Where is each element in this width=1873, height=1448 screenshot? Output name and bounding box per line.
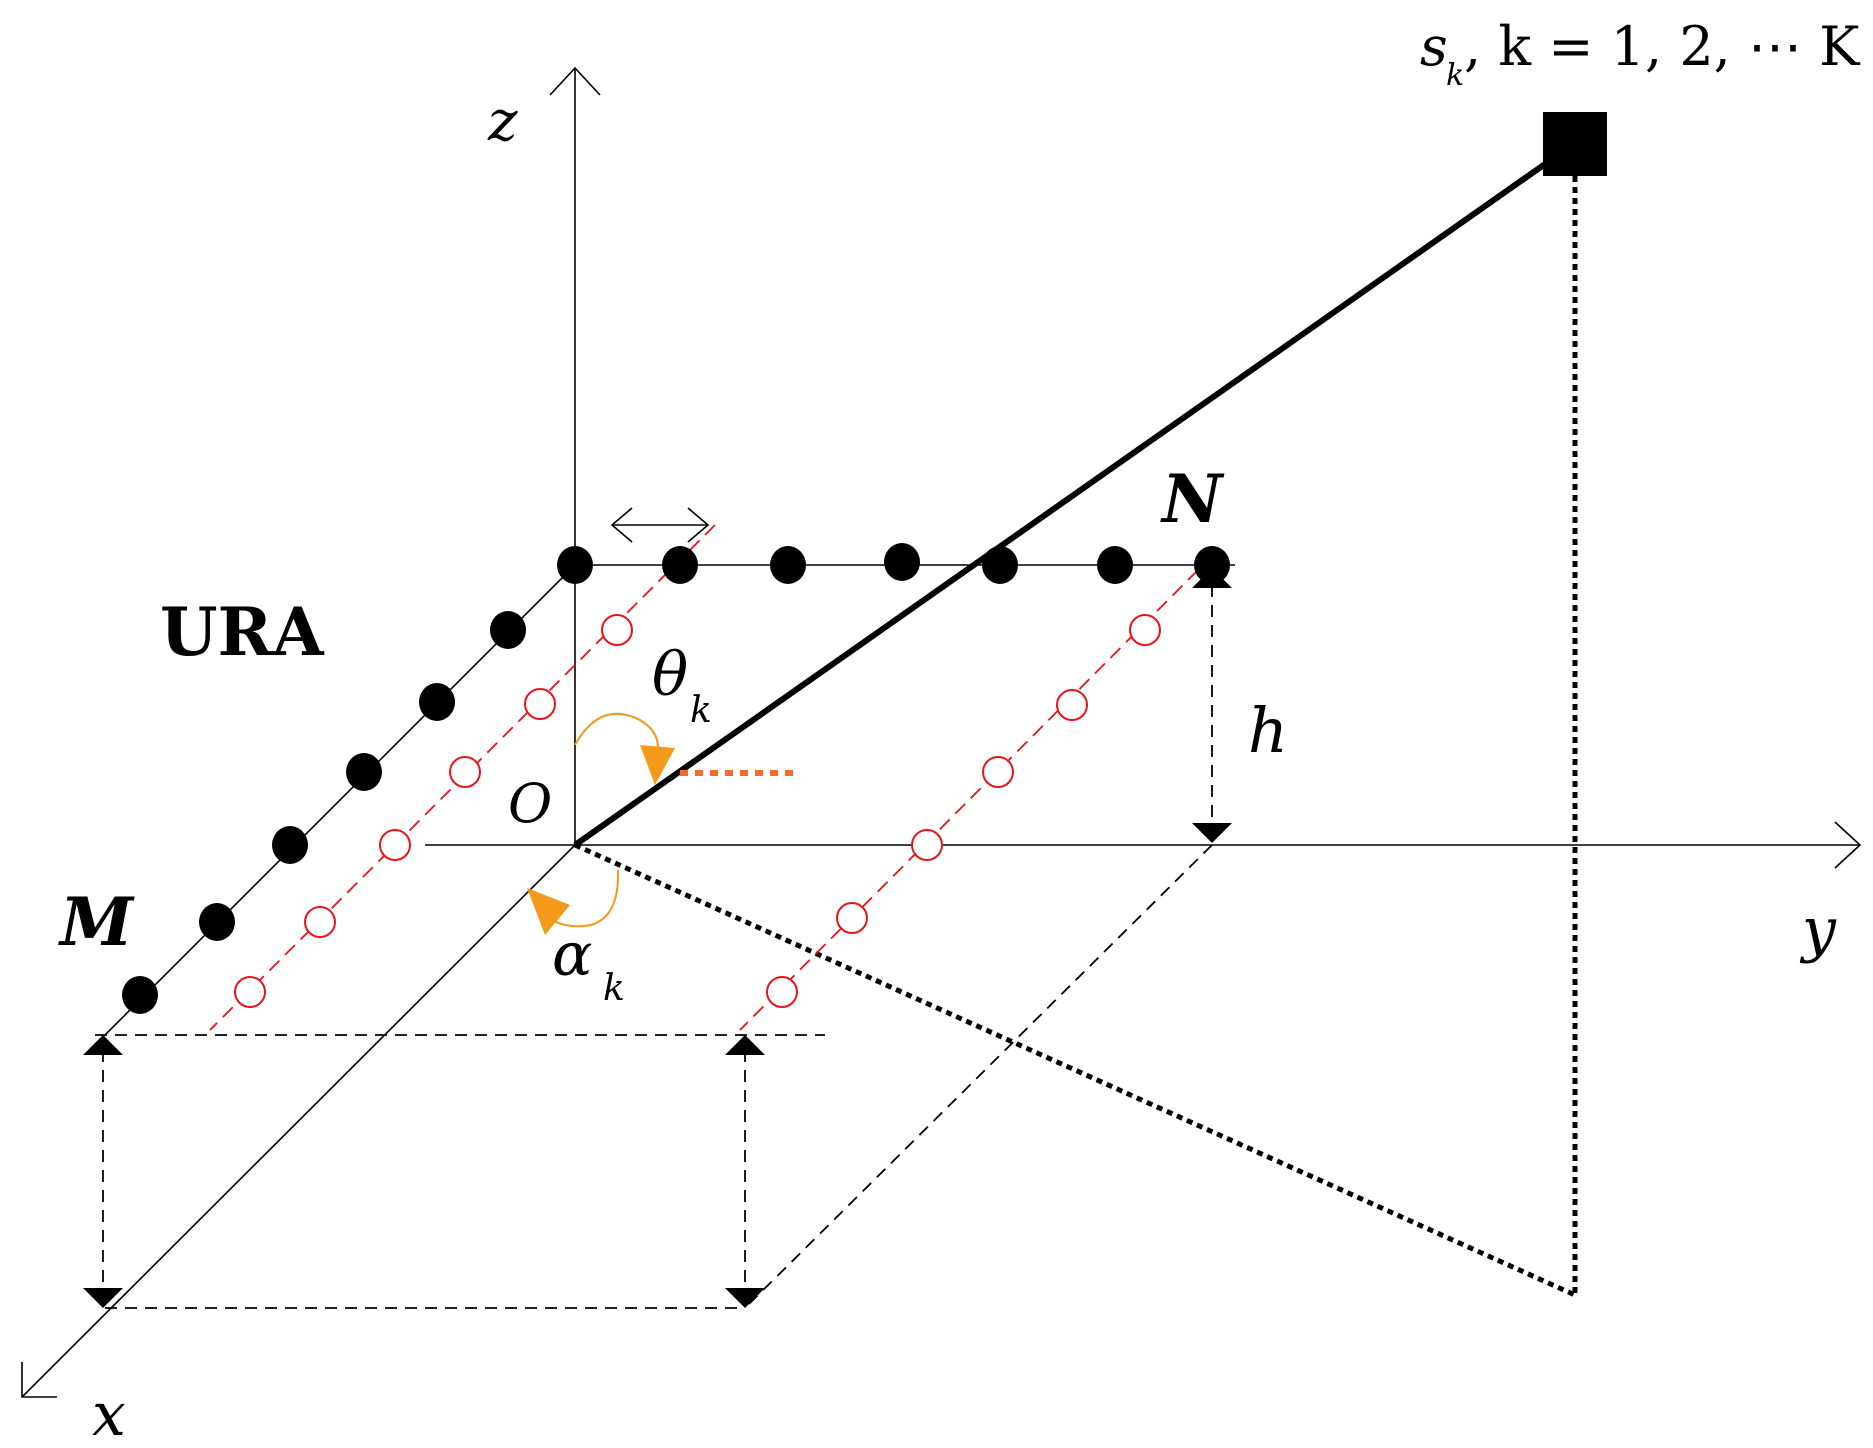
n-label: N <box>1160 460 1225 538</box>
y-axis-arrowhead <box>1834 821 1862 869</box>
virtual-sensor-element <box>766 976 798 1008</box>
dimension-lines <box>83 507 1232 1309</box>
y-axis-label: y <box>1799 895 1837 965</box>
source-marker <box>1543 112 1607 176</box>
source-ground-projection <box>573 842 1577 1298</box>
virtual-sensor-rows <box>209 524 1199 1031</box>
sensor-element <box>199 903 235 941</box>
alpha-label: α <box>552 920 593 990</box>
left-column-line <box>99 564 576 1041</box>
x-axis <box>21 844 576 1398</box>
height-dim-mid-bottom-arrow <box>725 1288 765 1308</box>
sensor-element <box>1194 546 1230 584</box>
coordinate-axes <box>21 66 1862 1398</box>
sensor-element <box>272 826 308 864</box>
theta-arc-arrowhead <box>640 745 675 785</box>
virtual-sensor-element <box>601 614 633 646</box>
sensor-element <box>122 976 158 1014</box>
sensor-element <box>346 753 382 791</box>
physical-sensors <box>99 543 1235 1041</box>
red-row-outer <box>739 569 1199 1031</box>
spacing-arrow-left-head <box>610 507 633 543</box>
height-dim-left-bottom-arrow <box>83 1288 123 1308</box>
sensor-element <box>490 611 526 649</box>
sensor-element <box>770 546 806 584</box>
sensor-element <box>419 683 455 721</box>
height-dim-mid-top-arrow <box>725 1035 765 1055</box>
virtual-sensor-element <box>449 756 481 788</box>
h-label: h <box>1248 694 1288 767</box>
virtual-sensor-element <box>304 906 336 938</box>
alpha-arc-arrowhead <box>527 888 570 935</box>
theta-label: θ <box>652 640 688 710</box>
height-dim-left-top-arrow <box>83 1035 123 1055</box>
line-of-sight <box>573 140 1577 848</box>
x-axis-arrowhead <box>21 1362 57 1398</box>
origin-label: O <box>508 772 552 835</box>
z-axis-arrowhead <box>549 66 601 96</box>
virtual-sensor-element <box>1056 689 1088 721</box>
guide-right-diag <box>744 844 1213 1309</box>
angle-markers <box>527 712 800 935</box>
text-labels: z y x O URA M N h θ k α k s k , k = 1, 2… <box>58 15 1861 1448</box>
virtual-sensor-element <box>982 756 1014 788</box>
source-geometry <box>573 112 1607 1298</box>
h-dimension-bottom-arrow <box>1192 823 1232 843</box>
h-dimension-top-arrow <box>1192 568 1232 588</box>
source-label-rest: , k = 1, 2, ⋯ K <box>1464 15 1861 78</box>
source-label-s: s <box>1420 15 1448 78</box>
alpha-subscript: k <box>603 968 625 1009</box>
virtual-sensor-element <box>911 829 943 861</box>
virtual-sensor-element <box>379 829 411 861</box>
theta-arc <box>574 712 659 761</box>
sensor-element <box>1097 546 1133 584</box>
sensor-element <box>884 543 920 581</box>
sensor-element <box>662 546 698 584</box>
virtual-sensor-element <box>234 976 266 1008</box>
x-axis-label: x <box>92 1380 126 1448</box>
theta-subscript: k <box>690 690 712 731</box>
sensor-element <box>982 546 1018 584</box>
m-label: M <box>58 883 135 961</box>
source-label-subscript: k <box>1446 58 1464 93</box>
virtual-sensor-element <box>836 902 868 934</box>
virtual-sensor-element <box>1129 614 1161 646</box>
z-axis-label: z <box>487 89 518 154</box>
virtual-sensor-element <box>524 688 556 720</box>
sensor-element <box>557 546 593 584</box>
ura-label: URA <box>160 593 324 671</box>
spacing-arrow-right-head <box>687 507 710 543</box>
